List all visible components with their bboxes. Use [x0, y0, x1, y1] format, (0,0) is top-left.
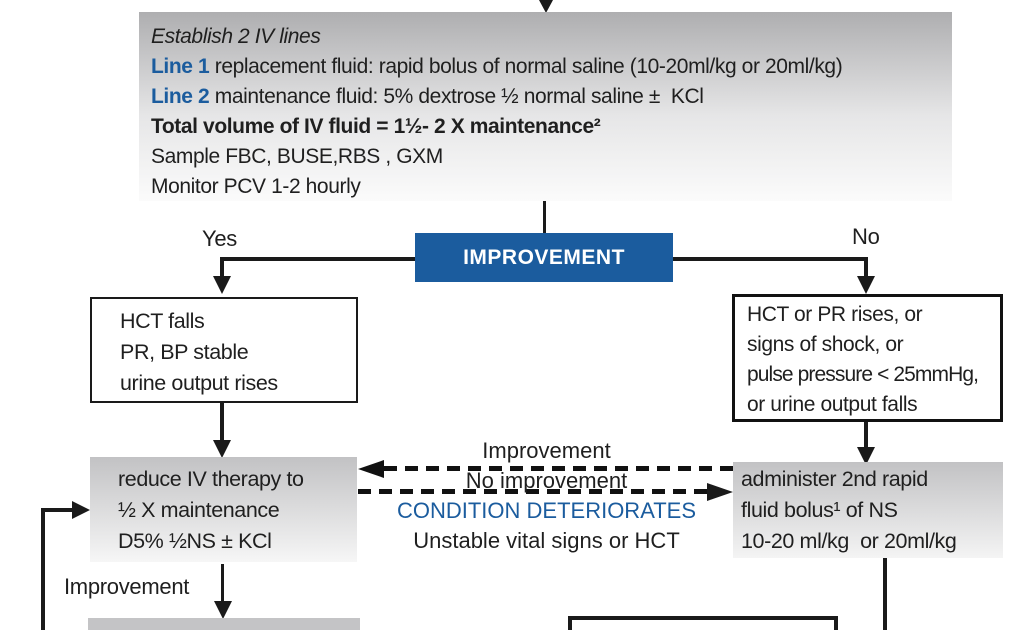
action-line: 10-20 ml/kg or 20ml/kg	[741, 529, 957, 553]
arrow-right-icon	[707, 483, 733, 501]
improvement-decision-box: IMPROVEMENT	[415, 233, 673, 282]
dashed-no-improvement-line	[358, 489, 708, 494]
no-label: No	[852, 224, 880, 249]
feedback-vline	[41, 508, 45, 630]
right-connector-vline	[864, 422, 868, 447]
deteriorating-signs-box: HCT or PR rises, or signs of shock, or p…	[732, 294, 1003, 422]
arrow-down-icon	[213, 440, 231, 458]
dashed-improvement-line	[384, 466, 733, 471]
arrow-down-icon	[213, 276, 231, 294]
action-line: ½ X maintenance	[118, 498, 280, 522]
condition-deteriorates-caption: CONDITION DETERIORATES	[396, 498, 697, 523]
line2-text: maintenance fluid: 5% dextrose ½ normal …	[209, 85, 704, 108]
sample-line: Sample FBC, BUSE,RBS , GXM	[151, 145, 443, 168]
line2-label: Line 2	[151, 85, 210, 108]
right-bottom-vline	[883, 558, 887, 630]
administer-bolus-box: administer 2nd rapid fluid bolus¹ of NS …	[733, 462, 1003, 558]
condition-line: signs of shock, or	[747, 333, 904, 356]
left-connector-vline	[220, 403, 224, 440]
connector-line	[543, 201, 546, 233]
condition-line: HCT or PR rises, or	[747, 303, 923, 326]
line1-text: replacement fluid: rapid bolus of normal…	[209, 55, 843, 78]
feedback-captions: Improvement No improvement CONDITION DET…	[360, 438, 733, 558]
unstable-caption: Unstable vital signs or HCT	[413, 528, 680, 553]
arrow-left-icon	[358, 460, 384, 478]
arrow-down-icon	[214, 601, 232, 619]
monitor-line: Monitor PCV 1-2 hourly	[151, 175, 361, 198]
reduce-iv-therapy-box: reduce IV therapy to ½ X maintenance D5%…	[90, 457, 357, 562]
arrow-down-icon	[539, 0, 553, 13]
line1-label: Line 1	[151, 55, 210, 78]
arrow-down-icon	[857, 447, 875, 465]
line2-row: Line 2 maintenance fluid: 5% dextrose ½ …	[151, 82, 952, 112]
bottom-middle-partial-box	[568, 616, 838, 630]
improvement-label: IMPROVEMENT	[463, 245, 625, 269]
condition-line: HCT falls	[120, 309, 205, 333]
action-line: reduce IV therapy to	[118, 467, 304, 491]
action-line: administer 2nd rapid	[741, 467, 928, 491]
condition-line: or urine output falls	[747, 393, 918, 416]
bottom-connector-vline	[221, 564, 224, 601]
yes-branch-vline	[220, 257, 224, 276]
line1-row: Line 1 replacement fluid: rapid bolus of…	[151, 52, 952, 82]
total-volume-line: Total volume of IV fluid = 1½- 2 X maint…	[151, 115, 601, 138]
no-improvement-caption: No improvement	[465, 468, 628, 493]
box-title: Establish 2 IV lines	[151, 25, 321, 48]
yes-branch-hline	[222, 257, 415, 261]
arrow-down-icon	[857, 276, 875, 294]
bottom-improvement-label: Improvement	[64, 574, 190, 599]
action-line: D5% ½NS ± KCl	[118, 529, 272, 553]
improvement-caption: Improvement	[482, 438, 611, 463]
feedback-hline	[41, 508, 73, 512]
yes-label: Yes	[202, 226, 237, 251]
bottom-left-partial-box	[88, 618, 360, 630]
no-branch-hline	[673, 257, 866, 261]
condition-line: pulse pressure < 25mmHg,	[747, 363, 979, 386]
no-branch-vline	[864, 257, 868, 276]
establish-iv-lines-box: Establish 2 IV lines Line 1 replacement …	[139, 12, 952, 201]
action-line: fluid bolus¹ of NS	[741, 498, 898, 522]
arrow-right-icon	[72, 501, 90, 519]
improving-signs-box: HCT falls PR, BP stable urine output ris…	[90, 297, 358, 403]
condition-line: urine output rises	[120, 371, 278, 395]
condition-line: PR, BP stable	[120, 340, 249, 364]
